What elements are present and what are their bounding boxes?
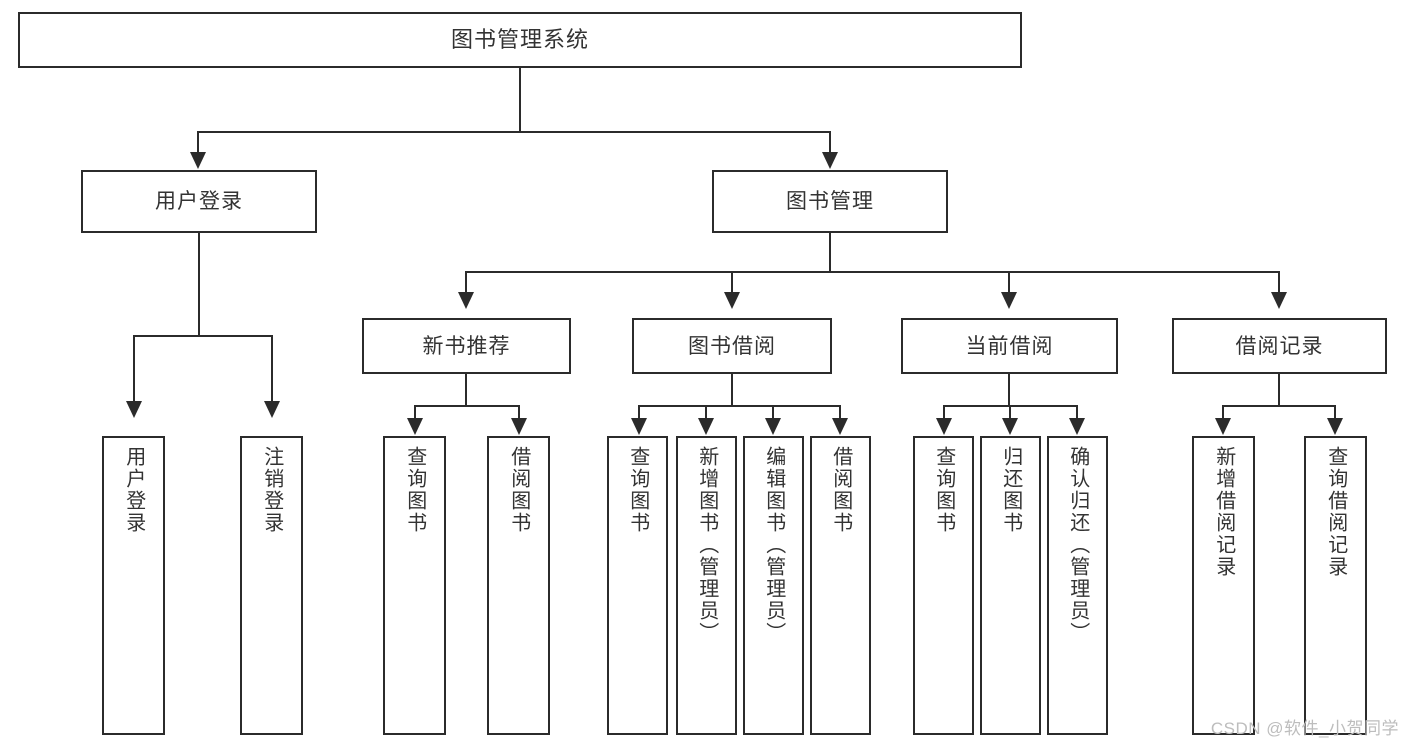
connector-borrow-record-to-leaf-1	[1222, 405, 1224, 419]
arrowhead-book-borrow-to-leaf-3	[765, 418, 781, 435]
node-new-book-recommend[interactable]: 新书推荐	[362, 318, 571, 374]
node-borrow-record[interactable]: 借阅记录	[1172, 318, 1387, 374]
connector-new-book-stem	[465, 374, 467, 406]
connector-user-login-bus	[133, 335, 273, 337]
arrowhead-book-borrow-to-leaf-2	[698, 418, 714, 435]
connector-book-manage-stem	[829, 233, 831, 272]
arrowhead-book-manage-to-book-borrow	[724, 292, 740, 309]
arrowhead-book-manage-to-current-borrow	[1001, 292, 1017, 309]
arrowhead-borrow-record-to-leaf-1	[1215, 418, 1231, 435]
node-label: 用户登录	[122, 446, 145, 534]
connector-current-borrow-to-leaf-2	[1009, 405, 1011, 419]
connector-book-borrow-stem	[731, 374, 733, 406]
node-label: 新增借阅记录	[1212, 446, 1235, 578]
arrowhead-current-borrow-to-leaf-3	[1069, 418, 1085, 435]
connector-new-book-bus	[414, 405, 520, 407]
connector-book-borrow-to-leaf-2	[705, 405, 707, 419]
leaf-user-login-logout[interactable]: 注销登录	[240, 436, 303, 735]
node-label: 用户登录	[155, 190, 243, 213]
node-label: 图书管理系统	[450, 27, 589, 52]
node-label: 查询借阅记录	[1324, 446, 1347, 578]
node-label: 图书管理	[786, 190, 874, 213]
node-label: 编辑图书（管理员）	[762, 446, 785, 644]
connector-new-book-to-leaf-1	[414, 405, 416, 419]
connector-book-manage-to-current-borrow	[1008, 271, 1010, 293]
csdn-watermark: CSDN @软件_小贺同学	[1210, 719, 1399, 738]
arrowhead-user-login-to-leaf-2	[264, 401, 280, 418]
leaf-new-book-borrow[interactable]: 借阅图书	[487, 436, 550, 735]
connector-borrow-record-to-leaf-2	[1334, 405, 1336, 419]
connector-root-bus	[197, 131, 831, 133]
node-label: 确认归还（管理员）	[1066, 446, 1089, 644]
connector-book-borrow-bus	[638, 405, 840, 407]
node-label: 查询图书	[626, 446, 649, 534]
connector-book-manage-bus	[465, 271, 1280, 273]
leaf-book-borrow-add[interactable]: 新增图书（管理员）	[676, 436, 737, 735]
connector-book-manage-to-book-borrow	[731, 271, 733, 293]
leaf-book-borrow-query[interactable]: 查询图书	[607, 436, 668, 735]
connector-new-book-to-leaf-2	[518, 405, 520, 419]
node-label: 新增图书（管理员）	[695, 446, 718, 644]
arrowhead-current-borrow-to-leaf-2	[1002, 418, 1018, 435]
arrowhead-book-manage-to-new-book	[458, 292, 474, 309]
connector-current-borrow-to-leaf-3	[1076, 405, 1078, 419]
node-current-borrow[interactable]: 当前借阅	[901, 318, 1118, 374]
arrowhead-borrow-record-to-leaf-2	[1327, 418, 1343, 435]
node-label: 查询图书	[932, 446, 955, 534]
arrowhead-user-login-to-leaf-1	[126, 401, 142, 418]
connector-book-manage-to-new-book	[465, 271, 467, 293]
leaf-user-login-login[interactable]: 用户登录	[102, 436, 165, 735]
node-label: 借阅记录	[1235, 334, 1324, 358]
connector-current-borrow-stem	[1008, 374, 1010, 406]
connector-user-login-to-leaf-1	[133, 335, 135, 402]
arrowhead-new-book-to-leaf-2	[511, 418, 527, 435]
leaf-borrow-record-query[interactable]: 查询借阅记录	[1304, 436, 1367, 735]
connector-current-borrow-to-leaf-1	[943, 405, 945, 419]
connector-borrow-record-bus	[1222, 405, 1336, 407]
arrowhead-book-borrow-to-leaf-1	[631, 418, 647, 435]
connector-book-borrow-to-leaf-3	[772, 405, 774, 419]
node-user-login[interactable]: 用户登录	[81, 170, 317, 233]
connector-borrow-record-stem	[1278, 374, 1280, 406]
node-label: 查询图书	[403, 446, 426, 534]
leaf-book-borrow-edit[interactable]: 编辑图书（管理员）	[743, 436, 804, 735]
leaf-current-borrow-return[interactable]: 归还图书	[980, 436, 1041, 735]
node-label: 当前借阅	[965, 334, 1054, 358]
arrowhead-new-book-to-leaf-1	[407, 418, 423, 435]
connector-book-borrow-to-leaf-4	[839, 405, 841, 419]
connector-user-login-stem	[198, 233, 200, 336]
arrowhead-book-manage-to-borrow-record	[1271, 292, 1287, 309]
node-label: 新书推荐	[422, 334, 511, 358]
leaf-current-borrow-query[interactable]: 查询图书	[913, 436, 974, 735]
connector-root-to-book-manage	[829, 131, 831, 153]
connector-book-manage-to-borrow-record	[1278, 271, 1280, 293]
node-label: 借阅图书	[507, 446, 530, 534]
node-label: 借阅图书	[829, 446, 852, 534]
leaf-borrow-record-add[interactable]: 新增借阅记录	[1192, 436, 1255, 735]
leaf-current-borrow-confirm-return[interactable]: 确认归还（管理员）	[1047, 436, 1108, 735]
arrowhead-root-to-book-manage	[822, 152, 838, 169]
connector-book-borrow-to-leaf-1	[638, 405, 640, 419]
node-book-manage[interactable]: 图书管理	[712, 170, 948, 233]
leaf-new-book-query[interactable]: 查询图书	[383, 436, 446, 735]
connector-root-to-user-login	[197, 131, 199, 153]
node-book-borrow[interactable]: 图书借阅	[632, 318, 832, 374]
node-label: 注销登录	[260, 446, 283, 534]
node-label: 图书借阅	[688, 334, 776, 358]
arrowhead-current-borrow-to-leaf-1	[936, 418, 952, 435]
arrowhead-root-to-user-login	[190, 152, 206, 169]
node-label: 归还图书	[999, 446, 1022, 534]
arrowhead-book-borrow-to-leaf-4	[832, 418, 848, 435]
node-root-system[interactable]: 图书管理系统	[18, 12, 1022, 68]
leaf-book-borrow-borrow[interactable]: 借阅图书	[810, 436, 871, 735]
connector-user-login-to-leaf-2	[271, 335, 273, 402]
connector-root-stem	[519, 68, 521, 132]
